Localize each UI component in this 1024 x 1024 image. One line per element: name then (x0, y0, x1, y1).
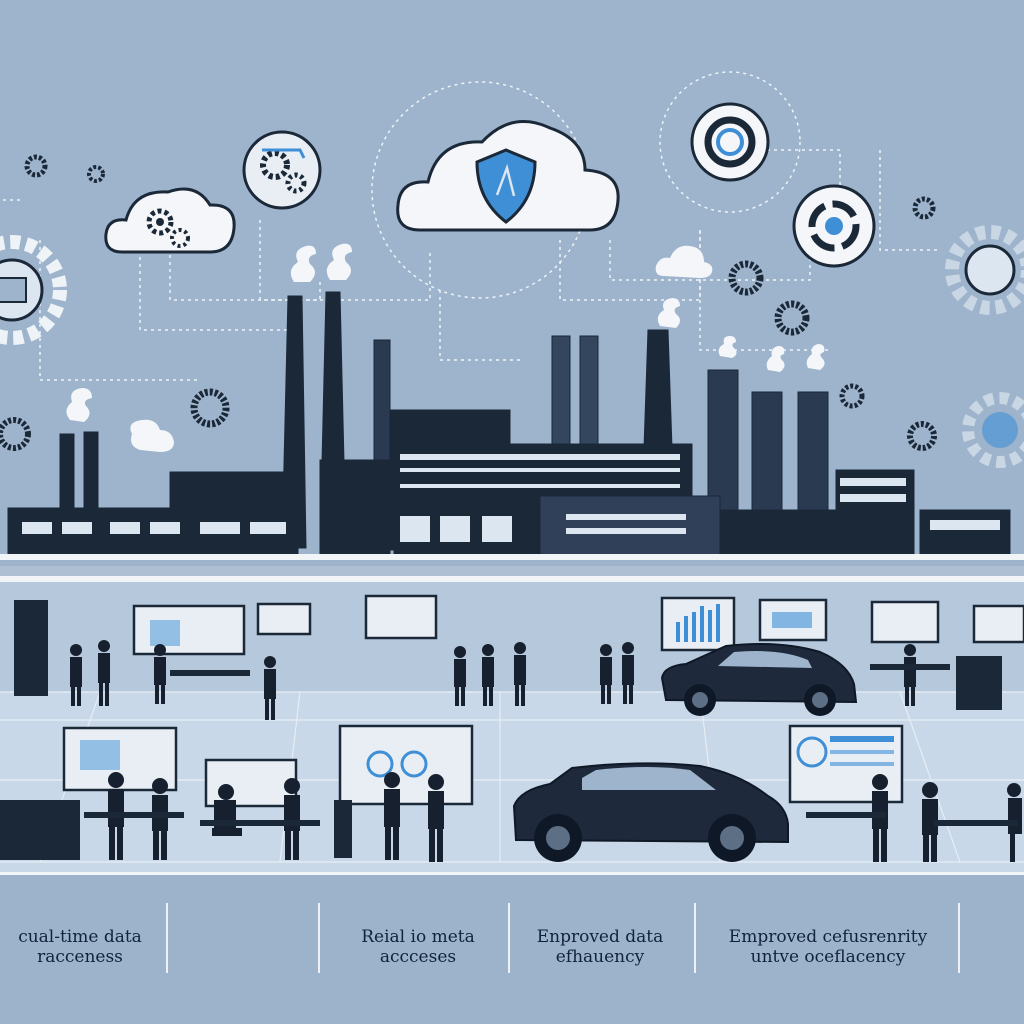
large-gear-left-icon (0, 235, 67, 345)
cloud-shield-icon (396, 120, 620, 232)
car-icon-large (512, 762, 789, 862)
factory-windows (22, 454, 1000, 542)
caption-bar: cual-time data racceness Reial io meta a… (0, 872, 1024, 1024)
server-racks (0, 600, 1002, 860)
steam (66, 243, 825, 452)
caption-divider (508, 903, 510, 973)
caption-4: Emproved cefusrenrity untve oceflacency (728, 927, 928, 967)
gear-badge-icon (242, 130, 322, 210)
caption-1: cual-time data racceness (18, 927, 142, 967)
caption-divider (958, 903, 960, 973)
caption-divider (318, 903, 320, 973)
caption-divider (694, 903, 696, 973)
target-icon (690, 102, 770, 182)
dashboard-details (80, 604, 894, 778)
large-gear-right-icon (945, 225, 1024, 468)
caption-divider (166, 903, 168, 973)
desks (84, 664, 1018, 826)
car-icon (660, 643, 858, 716)
caption-3: Enproved data efhauency (536, 927, 664, 967)
small-cloud-icon (655, 245, 713, 278)
refresh-icon (792, 184, 876, 268)
ground-line (0, 554, 1024, 560)
caption-2: Reial io meta accceses (361, 927, 475, 967)
cloud-gears-icon (104, 187, 236, 254)
